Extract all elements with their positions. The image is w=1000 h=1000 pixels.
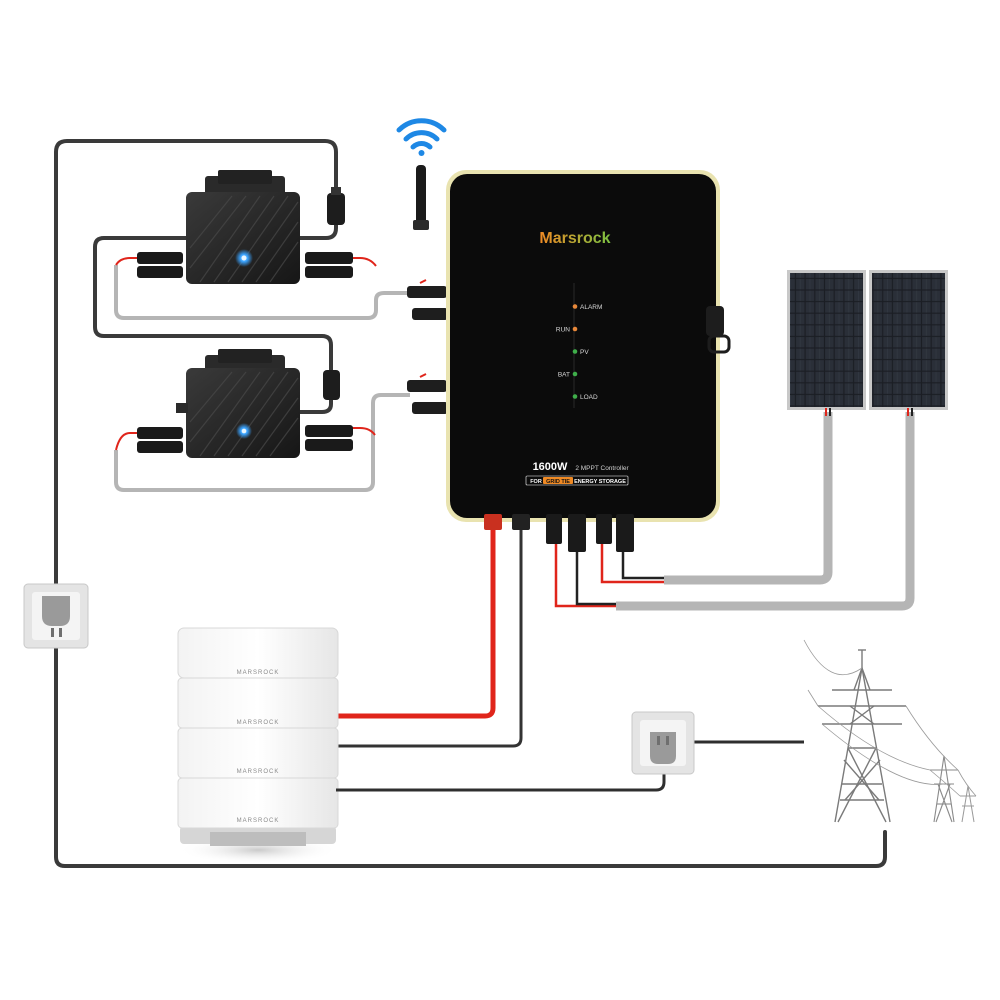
- battery-stack: MARSROCK MARSROCK MARSROCK MARSROCK: [177, 627, 339, 864]
- indicator-label-load: LOAD: [580, 394, 598, 401]
- power-socket-icon: [23, 583, 89, 649]
- solar-panel-icon: [869, 270, 948, 410]
- transmission-tower-icon: [818, 649, 906, 823]
- indicator-led-load: [572, 394, 578, 399]
- transmission-tower-icon: [960, 785, 976, 823]
- controller-brand-logo: Marsrock: [539, 230, 610, 247]
- battery-module-label: MARSROCK: [237, 769, 280, 775]
- status-indicators: ALARM RUN PV BAT LOAD: [556, 304, 603, 401]
- pv-cables: [554, 412, 915, 611]
- connector-red-marks: [419, 279, 427, 378]
- battery-module-label: MARSROCK: [237, 670, 280, 676]
- microinverter-icon: [176, 349, 300, 458]
- indicator-label-alarm: ALARM: [580, 304, 602, 311]
- inverter-mc4-connectors: [115, 257, 377, 451]
- battery-module-label: MARSROCK: [237, 818, 280, 824]
- badge-highlight: GRID TIE: [546, 479, 570, 485]
- mc4-plugs: [137, 252, 353, 453]
- indicator-label-bat: BAT: [558, 372, 570, 379]
- hybrid-controller: Marsrock ALARM RUN PV BAT LOAD 1600W 2 MPPT …: [446, 170, 731, 522]
- panel-junction-leads: [825, 408, 913, 416]
- indicator-led-bat: [572, 371, 578, 377]
- grid-cables: [336, 740, 804, 792]
- antenna: [413, 165, 429, 230]
- badge-prefix: FOR: [530, 479, 542, 485]
- application-badge: [525, 475, 629, 486]
- indicator-led-run: [572, 326, 578, 332]
- solar-panel-icon: [787, 270, 866, 410]
- inverter-ac-link-cable: [93, 225, 338, 414]
- indicator-led-alarm: [572, 304, 578, 309]
- controller-power-rating: 1600W: [533, 461, 568, 473]
- microinverter-icon: [186, 170, 300, 284]
- ac-trunk-connector: [327, 187, 345, 225]
- battery-cables: [336, 530, 523, 748]
- power-lines: [803, 639, 977, 797]
- transmission-tower-icon: [930, 755, 958, 823]
- indicator-led-pv: [572, 349, 578, 354]
- controller-bottom-ports: [484, 514, 634, 552]
- inverter-dc-input-cables: [114, 265, 410, 492]
- controller-dc-input-connectors: [407, 286, 448, 414]
- indicator-label-run: RUN: [556, 327, 570, 334]
- battery-module-label: MARSROCK: [237, 720, 280, 726]
- wifi-icon: [396, 118, 447, 156]
- indicator-label-pv: PV: [580, 349, 589, 356]
- power-socket-icon: [631, 711, 695, 775]
- ac-output-cable: [54, 139, 887, 868]
- ac-trunk-connector: [323, 370, 340, 400]
- badge-suffix: ENERGY STORAGE: [574, 479, 626, 485]
- controller-mppt-label: 2 MPPT Controller: [575, 465, 629, 472]
